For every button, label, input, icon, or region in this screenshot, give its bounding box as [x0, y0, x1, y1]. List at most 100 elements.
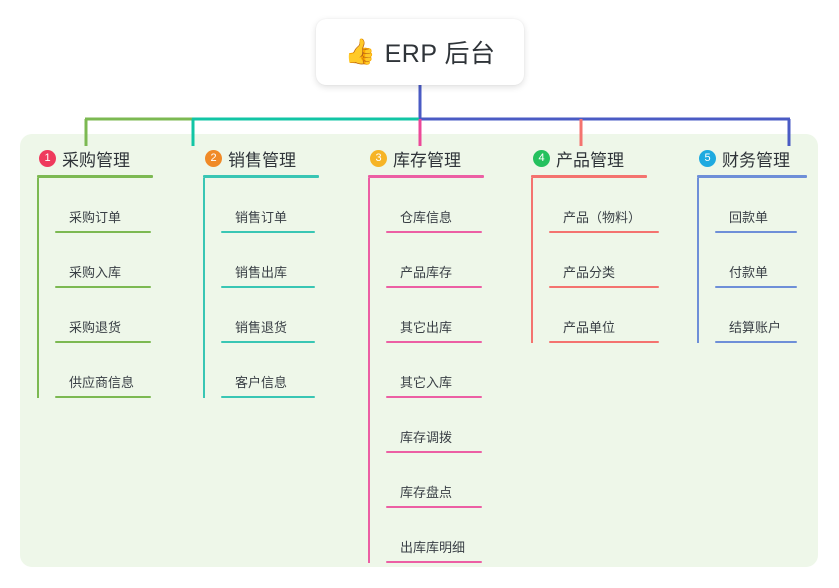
leaf-underline [715, 341, 797, 343]
column-underline [368, 175, 484, 178]
column-title: 库存管理 [393, 150, 461, 170]
leaf-item[interactable]: 回款单 [715, 178, 807, 233]
root-title: ERP 后台 [384, 40, 496, 68]
column-title: 财务管理 [722, 150, 790, 170]
column-underline [697, 175, 807, 178]
column-number-badge: 3 [370, 149, 387, 167]
column-header[interactable]: 4 产品管理 [531, 146, 647, 170]
leaf-item[interactable]: 产品库存 [386, 233, 484, 288]
column-items: 回款单付款单结算账户 [697, 178, 807, 343]
leaf-underline [55, 396, 151, 398]
column-underline [531, 175, 647, 178]
column-header[interactable]: 3 库存管理 [368, 146, 484, 170]
column-3: 3 库存管理仓库信息产品库存其它出库其它入库库存调拨库存盘点出库库明细 [368, 146, 484, 563]
column-underline [37, 175, 153, 178]
column-number-badge: 2 [205, 149, 222, 167]
leaf-label: 产品单位 [563, 320, 616, 335]
leaf-item[interactable]: 销售订单 [221, 178, 319, 233]
leaf-underline [55, 231, 151, 233]
column-spine [37, 178, 39, 398]
leaf-underline [549, 286, 659, 288]
leaf-item[interactable]: 其它入库 [386, 343, 484, 398]
leaf-underline [55, 286, 151, 288]
leaf-item[interactable]: 库存盘点 [386, 453, 484, 508]
column-spine [697, 178, 699, 343]
column-number-badge: 4 [533, 149, 550, 167]
leaf-label: 库存调拨 [400, 430, 453, 445]
leaf-label: 销售退货 [235, 320, 288, 335]
leaf-item[interactable]: 产品单位 [549, 288, 659, 343]
leaf-item[interactable]: 采购退货 [55, 288, 153, 343]
column-underline [203, 175, 319, 178]
leaf-underline [221, 396, 315, 398]
leaf-label: 供应商信息 [69, 375, 135, 390]
leaf-underline [221, 286, 315, 288]
column-4: 4 产品管理产品（物料） 产品分类产品单位 [531, 146, 659, 343]
leaf-underline [715, 231, 797, 233]
leaf-item[interactable]: 销售退货 [221, 288, 319, 343]
leaf-underline [715, 286, 797, 288]
leaf-item[interactable]: 付款单 [715, 233, 807, 288]
leaf-label: 出库库明细 [400, 540, 466, 555]
column-title: 产品管理 [556, 150, 624, 170]
column-number-badge: 1 [39, 149, 56, 167]
leaf-underline [386, 286, 482, 288]
leaf-underline [549, 231, 659, 233]
diagram-panel [20, 134, 818, 567]
leaf-item[interactable]: 出库库明细 [386, 508, 484, 563]
column-spine [368, 178, 370, 563]
leaf-label: 采购入库 [69, 265, 122, 280]
leaf-label: 产品（物料） [563, 210, 642, 225]
leaf-underline [549, 341, 659, 343]
column-items: 采购订单采购入库采购退货供应商信息 [37, 178, 153, 398]
leaf-item[interactable]: 采购入库 [55, 233, 153, 288]
leaf-item[interactable]: 供应商信息 [55, 343, 153, 398]
leaf-item[interactable]: 采购订单 [55, 178, 153, 233]
leaf-label: 库存盘点 [400, 485, 453, 500]
leaf-underline [386, 341, 482, 343]
leaf-item[interactable]: 库存调拨 [386, 398, 484, 453]
column-spine [203, 178, 205, 398]
leaf-item[interactable]: 产品（物料） [549, 178, 659, 233]
leaf-underline [386, 506, 482, 508]
leaf-item[interactable]: 产品分类 [549, 233, 659, 288]
leaf-label: 产品分类 [563, 265, 616, 280]
leaf-underline [386, 561, 482, 563]
leaf-label: 产品库存 [400, 265, 453, 280]
column-items: 产品（物料） 产品分类产品单位 [531, 178, 659, 343]
leaf-underline [221, 341, 315, 343]
root-node[interactable]: 👍 ERP 后台 [316, 19, 524, 85]
leaf-label: 采购退货 [69, 320, 122, 335]
column-items: 销售订单销售出库销售退货客户信息 [203, 178, 319, 398]
leaf-item[interactable]: 仓库信息 [386, 178, 484, 233]
column-header[interactable]: 5 财务管理 [697, 146, 807, 170]
leaf-label: 回款单 [729, 210, 769, 225]
column-title: 采购管理 [62, 150, 130, 170]
leaf-label: 销售出库 [235, 265, 288, 280]
column-number-badge: 5 [699, 149, 716, 167]
leaf-label: 付款单 [729, 265, 769, 280]
leaf-underline [386, 396, 482, 398]
column-1: 1 采购管理采购订单采购入库采购退货供应商信息 [37, 146, 153, 398]
leaf-label: 其它入库 [400, 375, 453, 390]
leaf-item[interactable]: 其它出库 [386, 288, 484, 343]
leaf-label: 销售订单 [235, 210, 288, 225]
column-5: 5 财务管理回款单付款单结算账户 [697, 146, 807, 343]
leaf-underline [386, 231, 482, 233]
column-header[interactable]: 1 采购管理 [37, 146, 153, 170]
leaf-item[interactable]: 销售出库 [221, 233, 319, 288]
column-items: 仓库信息产品库存其它出库其它入库库存调拨库存盘点出库库明细 [368, 178, 484, 563]
leaf-label: 客户信息 [235, 375, 288, 390]
leaf-underline [221, 231, 315, 233]
leaf-underline [55, 341, 151, 343]
leaf-item[interactable]: 客户信息 [221, 343, 319, 398]
leaf-label: 其它出库 [400, 320, 453, 335]
leaf-label: 采购订单 [69, 210, 122, 225]
leaf-label: 结算账户 [729, 320, 782, 335]
leaf-item[interactable]: 结算账户 [715, 288, 807, 343]
column-spine [531, 178, 533, 343]
thumbs-up-icon: 👍 [344, 37, 376, 66]
